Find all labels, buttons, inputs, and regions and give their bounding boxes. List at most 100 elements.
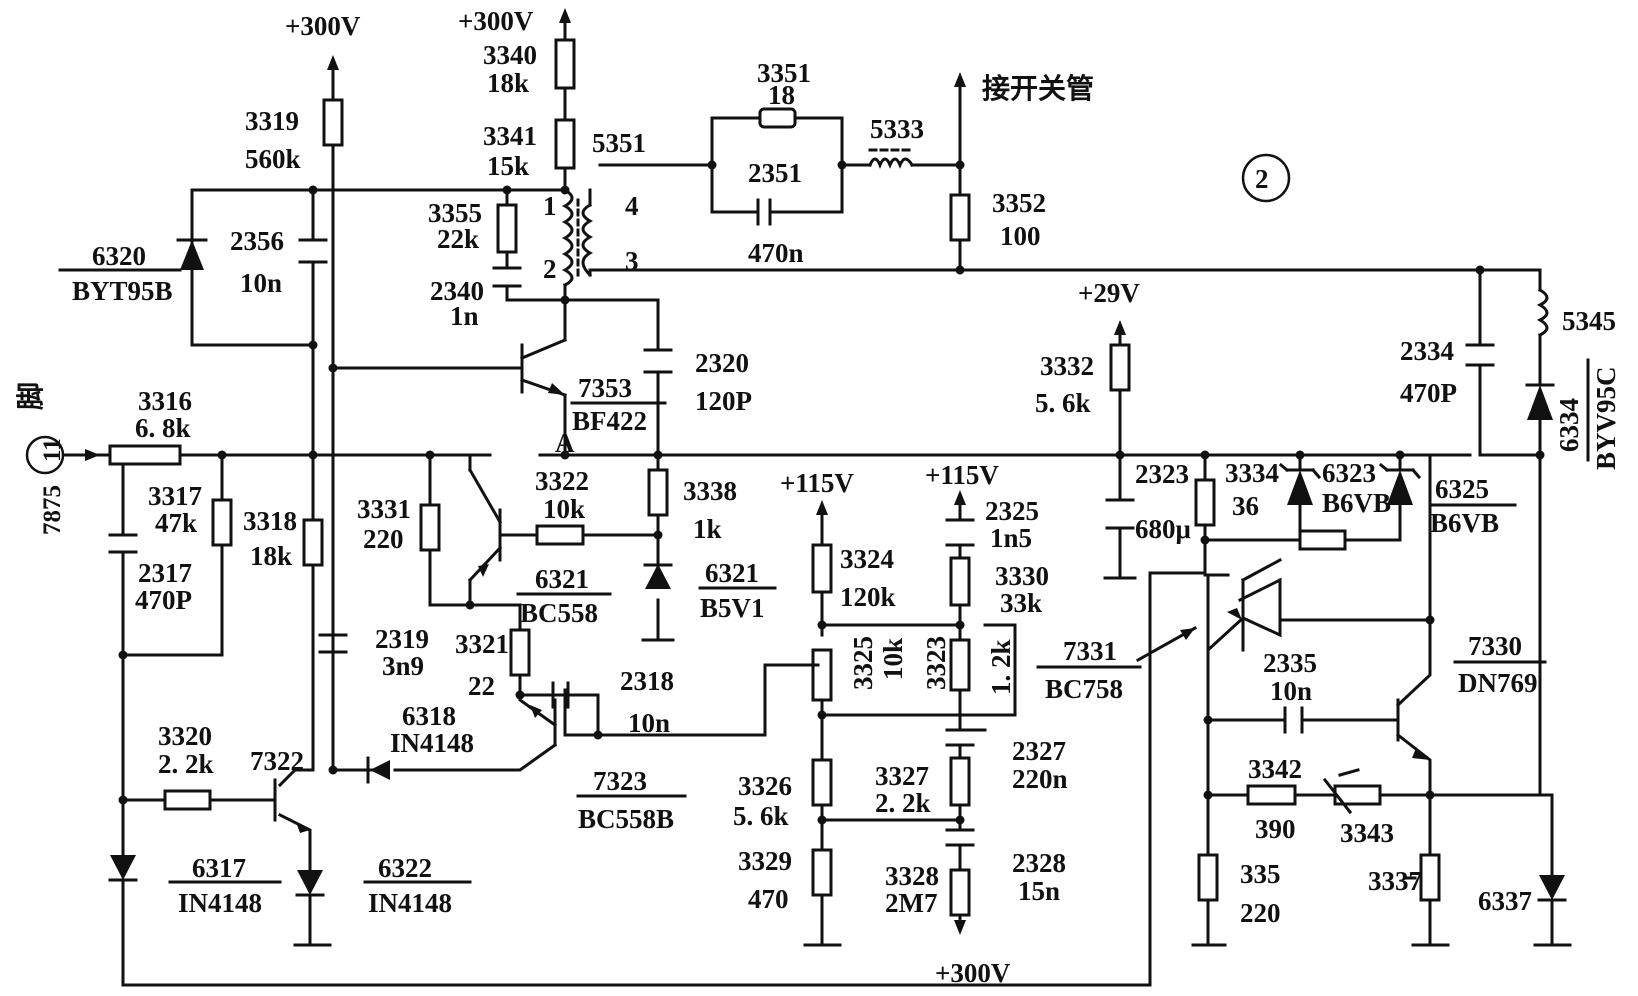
transistor-labels: 7353 BF422 6321 BC558 7322 7323 BC558B 7… [250, 373, 1547, 834]
supply-115v-a: +115V [780, 468, 854, 498]
l5351-pin1: 1 [543, 191, 557, 221]
c2325-ref: 2325 [985, 496, 1039, 526]
r3320-val: 2. 2k [158, 749, 214, 779]
l5345-ref: 5345 [1562, 306, 1616, 336]
d6334-part: BYV95C [1591, 366, 1621, 470]
annotation-labels: 接开关管 2 A 11 7875 脚 [14, 72, 1291, 535]
supply-300v-a: +300V [285, 11, 361, 41]
d6337-ref: 6337 [1478, 886, 1532, 916]
t7322-ref: 7322 [250, 746, 304, 776]
d6318-part: IN4148 [390, 728, 474, 758]
r3341-val: 15k [487, 151, 529, 181]
pin-ic-label: 7875 [39, 485, 66, 535]
r3334-val: 36 [1232, 491, 1259, 521]
diode-symbols [108, 238, 1567, 902]
pin-marker [25, 435, 65, 475]
r3317-val: 47k [155, 508, 197, 538]
c2320-val: 120P [695, 386, 752, 416]
c2327-ref: 2327 [1012, 736, 1066, 766]
r3338-ref: 3338 [683, 476, 737, 506]
l5351-pin4: 4 [625, 191, 639, 221]
c2318-val: 10n [628, 708, 670, 738]
r3332-ref: 3332 [1040, 351, 1094, 381]
c2335-val: 10n [1270, 676, 1312, 706]
l5351-pin2: 2 [543, 254, 557, 284]
supply-arrows [85, 8, 1126, 935]
r3326-val: 5. 6k [733, 801, 789, 831]
r3327-ref: 3327 [875, 761, 929, 791]
r3317-ref: 3317 [148, 481, 202, 511]
r3326-ref: 3326 [738, 771, 792, 801]
c2320-ref: 2320 [695, 348, 749, 378]
t7330-ref: 7330 [1468, 631, 1522, 661]
r3352-ref: 3352 [992, 188, 1046, 218]
r3318-val: 18k [250, 541, 292, 571]
c2340-ref: 2340 [430, 276, 484, 306]
r3332-val: 5. 6k [1035, 388, 1091, 418]
c2356-val: 10n [240, 268, 282, 298]
resistor-labels: 3340 18k 3341 15k 3319 560k 3355 22k 335… [135, 40, 1422, 928]
node-a-label: A [555, 428, 575, 458]
capacitor-plates [108, 198, 1495, 847]
switch-tube-note: 接开关管 [982, 72, 1094, 105]
ground-symbols [293, 576, 1572, 947]
r3318-ref: 3318 [243, 506, 297, 536]
r3324-val: 120k [840, 582, 896, 612]
r3330-ref: 3330 [995, 561, 1049, 591]
r3319-ref: 3319 [245, 106, 299, 136]
c2318-ref: 2318 [620, 666, 674, 696]
supply-29v: +29V [1078, 278, 1140, 308]
r3355-val: 22k [437, 224, 479, 254]
supply-300v-b: +300V [458, 6, 534, 36]
r3352-val: 100 [1000, 221, 1041, 251]
r3323-val: 1. 2k [986, 639, 1016, 695]
circled-number: 2 [1255, 164, 1269, 194]
r3340-ref: 3340 [483, 40, 537, 70]
r3324-ref: 3324 [840, 544, 894, 574]
d6322-ref: 6322 [378, 853, 432, 883]
c2335-ref: 2335 [1263, 648, 1317, 678]
r3351-ref: 3351 [757, 58, 811, 88]
inductor-coils [561, 148, 1549, 338]
r3320-ref: 3320 [158, 721, 212, 751]
t6321-part: BC558 [520, 598, 598, 628]
c2317-ref: 2317 [138, 558, 192, 588]
r3328-ref: 3328 [885, 861, 939, 891]
supply-115v-b: +115V [925, 460, 999, 490]
t7323-part: BC558B [578, 804, 674, 834]
r3329-val: 470 [748, 884, 789, 914]
c2356-ref: 2356 [230, 226, 284, 256]
r3328-val: 2M7 [885, 888, 937, 918]
r3330-val: 33k [1000, 588, 1042, 618]
l5351-pin3: 3 [625, 246, 639, 276]
d6323-ref: 6323 [1322, 458, 1376, 488]
r3327-val: 2. 2k [875, 788, 931, 818]
c2327-val: 220n [1012, 764, 1068, 794]
supply-300v-bottom: +300V [935, 958, 1011, 988]
r3322-val: 10k [543, 494, 585, 524]
d6321-part: B5V1 [700, 593, 765, 623]
c2325-val: 1n5 [990, 523, 1032, 553]
r3322-ref: 3322 [535, 466, 589, 496]
r3341-ref: 3341 [483, 121, 537, 151]
c2323-val: 680μ [1135, 514, 1191, 544]
r3325-ref: 3325 [848, 636, 878, 690]
c2328-ref: 2328 [1012, 848, 1066, 878]
transistor-symbols [273, 338, 1432, 833]
c2323-ref: 2323 [1135, 459, 1189, 489]
pin-number-label: 11 [39, 438, 66, 462]
c2334-val: 470P [1400, 378, 1457, 408]
r3337-ref: 3337 [1368, 866, 1422, 896]
c2319-ref: 2319 [375, 624, 429, 654]
d6325-part: B6VB [1430, 508, 1499, 538]
junctions [118, 160, 1545, 825]
pin-char-label: 脚 [14, 382, 47, 410]
r3331-ref: 3331 [357, 494, 411, 524]
supply-labels: +300V +300V +29V +115V +115V +300V [285, 6, 1140, 988]
t7330-part: DN769 [1458, 668, 1538, 698]
circled-number-ring [1241, 153, 1291, 203]
resistor-bodies [108, 38, 1441, 917]
t7353-part: BF422 [572, 406, 647, 436]
l5351-ref: 5351 [592, 128, 646, 158]
